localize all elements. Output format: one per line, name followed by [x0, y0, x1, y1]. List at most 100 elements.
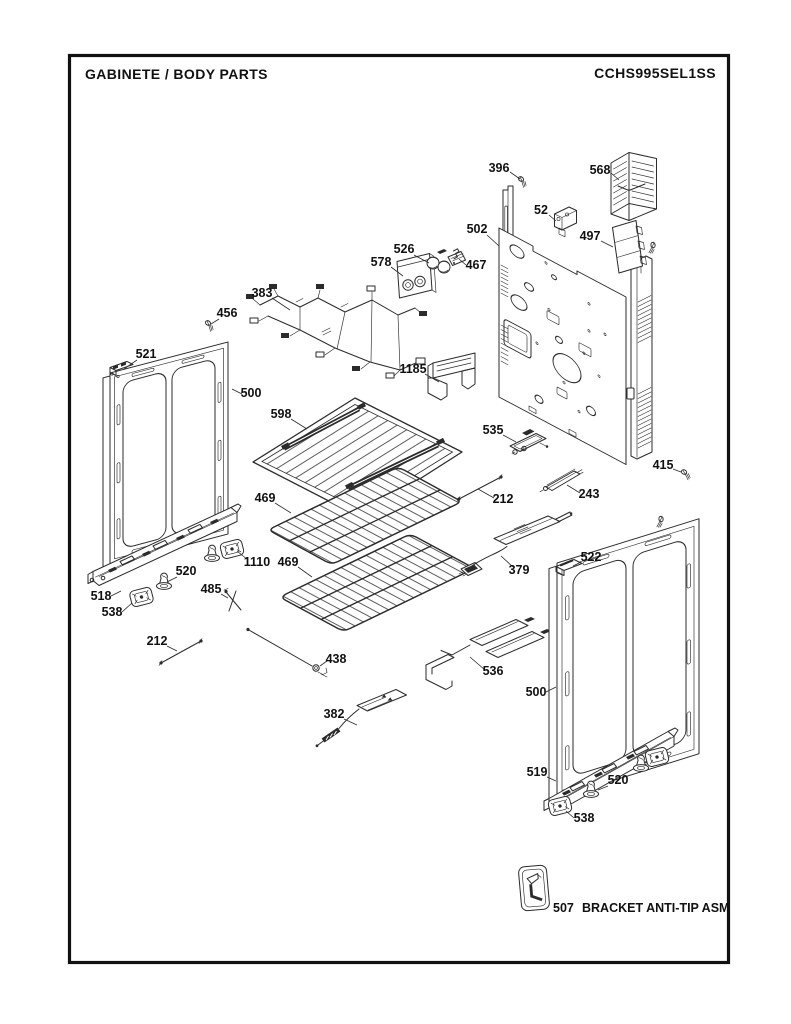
- leveling-leg-520-left-b: [204, 544, 220, 562]
- model-number: CCHS995SEL1SS: [594, 65, 716, 81]
- leader-line-522: [572, 561, 582, 567]
- rod-212-upper: [456, 474, 503, 502]
- part-label-382: 382: [324, 707, 345, 721]
- rear-panel-502: [498, 227, 627, 466]
- leader-line-520: [166, 576, 178, 583]
- part-label-519: 519: [527, 765, 548, 779]
- bracket-52: [554, 206, 577, 238]
- screw-415: [678, 468, 693, 481]
- rod-212-lower: [158, 638, 203, 666]
- leader-line-456: [210, 318, 220, 325]
- foot-pad-1110: [218, 538, 246, 560]
- wire-assy-379: [458, 511, 573, 577]
- leader-line-396: [509, 171, 521, 180]
- wire-assy-536: [425, 617, 551, 690]
- wire-harness-383: [246, 284, 427, 379]
- part-label-538: 538: [574, 811, 595, 825]
- part-label-522: 522: [581, 550, 602, 564]
- part-label-497: 497: [580, 229, 601, 243]
- leader-line-1110: [236, 550, 249, 561]
- part-label-1185: 1185: [399, 362, 426, 376]
- leader-line-535: [502, 434, 517, 443]
- part-label-538: 538: [102, 605, 123, 619]
- part-label-396: 396: [489, 161, 510, 175]
- part-label-568: 568: [590, 163, 611, 177]
- bracket-1185: [427, 352, 476, 401]
- leader-line-1185: [424, 373, 440, 383]
- leader-line-536: [469, 656, 486, 671]
- rear-right-channel: [626, 255, 653, 460]
- part-label-526: 526: [394, 242, 415, 256]
- vent-box-568: [610, 152, 657, 221]
- leader-line-415: [672, 468, 682, 473]
- part-label-467: 467: [466, 258, 487, 272]
- leader-line-519: [546, 776, 557, 782]
- part-label-415: 415: [653, 458, 674, 472]
- part-label-212: 212: [147, 634, 168, 648]
- probe-382: [315, 689, 407, 748]
- part-label-456: 456: [217, 306, 238, 320]
- side-panel-500-left: [102, 341, 229, 571]
- part-label-52: 52: [534, 203, 548, 217]
- anti-tip-part-name: BRACKET ANTI-TIP ASM: [582, 901, 729, 915]
- part-label-212: 212: [493, 492, 514, 506]
- screw-right-of-497: [646, 241, 657, 255]
- page-border: [67, 53, 731, 965]
- anti-tip-part-number: 507: [553, 901, 574, 915]
- leader-line-538: [121, 602, 133, 613]
- leader-line-469: [274, 502, 292, 514]
- leader-line-212: [166, 645, 178, 652]
- leader-line-500: [545, 686, 557, 693]
- part-label-485: 485: [201, 582, 222, 596]
- bracket-522: [555, 559, 583, 576]
- leader-line-52: [548, 214, 557, 222]
- leader-line-538: [565, 810, 575, 819]
- leader-line-500: [231, 388, 243, 395]
- screw-485: [223, 588, 242, 612]
- part-label-521: 521: [136, 347, 157, 361]
- oven-rack-469-upper: [270, 467, 460, 564]
- part-label-1110: 1110: [244, 555, 270, 569]
- part-label-598: 598: [271, 407, 292, 421]
- bracket-521: [109, 361, 134, 379]
- part-label-379: 379: [509, 563, 530, 577]
- part-label-469: 469: [255, 491, 276, 505]
- leader-line-568: [610, 172, 620, 181]
- bottom-rail-518: [87, 503, 242, 586]
- foot-pad-538-left: [128, 586, 155, 608]
- leader-line-521: [123, 359, 138, 370]
- anti-tip-bracket-icon: [518, 864, 550, 912]
- leader-line-497: [600, 240, 614, 248]
- part-label-536: 536: [483, 664, 504, 678]
- leader-line-467: [458, 258, 467, 266]
- page-title: GABINETE / BODY PARTS: [85, 66, 268, 82]
- side-panel-500-right: [548, 518, 700, 805]
- part-label-383: 383: [252, 286, 273, 300]
- latch-526: [426, 249, 466, 274]
- bracket-535: [509, 429, 549, 455]
- slide-shelf-598: [252, 397, 463, 518]
- part-label-520: 520: [608, 773, 629, 787]
- part-label-243: 243: [579, 487, 600, 501]
- leader-line-598: [290, 418, 308, 430]
- leader-line-438: [319, 660, 328, 667]
- leader-line-243: [566, 484, 581, 494]
- strip-497: [612, 220, 647, 274]
- part-label-469: 469: [278, 555, 299, 569]
- leader-line-383: [271, 297, 291, 311]
- screw-456: [202, 319, 217, 333]
- leader-line-469: [297, 566, 313, 578]
- part-label-520: 520: [176, 564, 197, 578]
- leader-line-379: [500, 555, 514, 568]
- leader-line-485: [220, 593, 229, 599]
- part-label-535: 535: [483, 423, 504, 437]
- screw-right-panel-corner: [654, 515, 665, 529]
- plate-578: [396, 253, 437, 299]
- bottom-rail-519: [543, 727, 679, 814]
- leader-line-578: [390, 266, 404, 277]
- part-label-578: 578: [371, 255, 392, 269]
- part-label-502: 502: [467, 222, 488, 236]
